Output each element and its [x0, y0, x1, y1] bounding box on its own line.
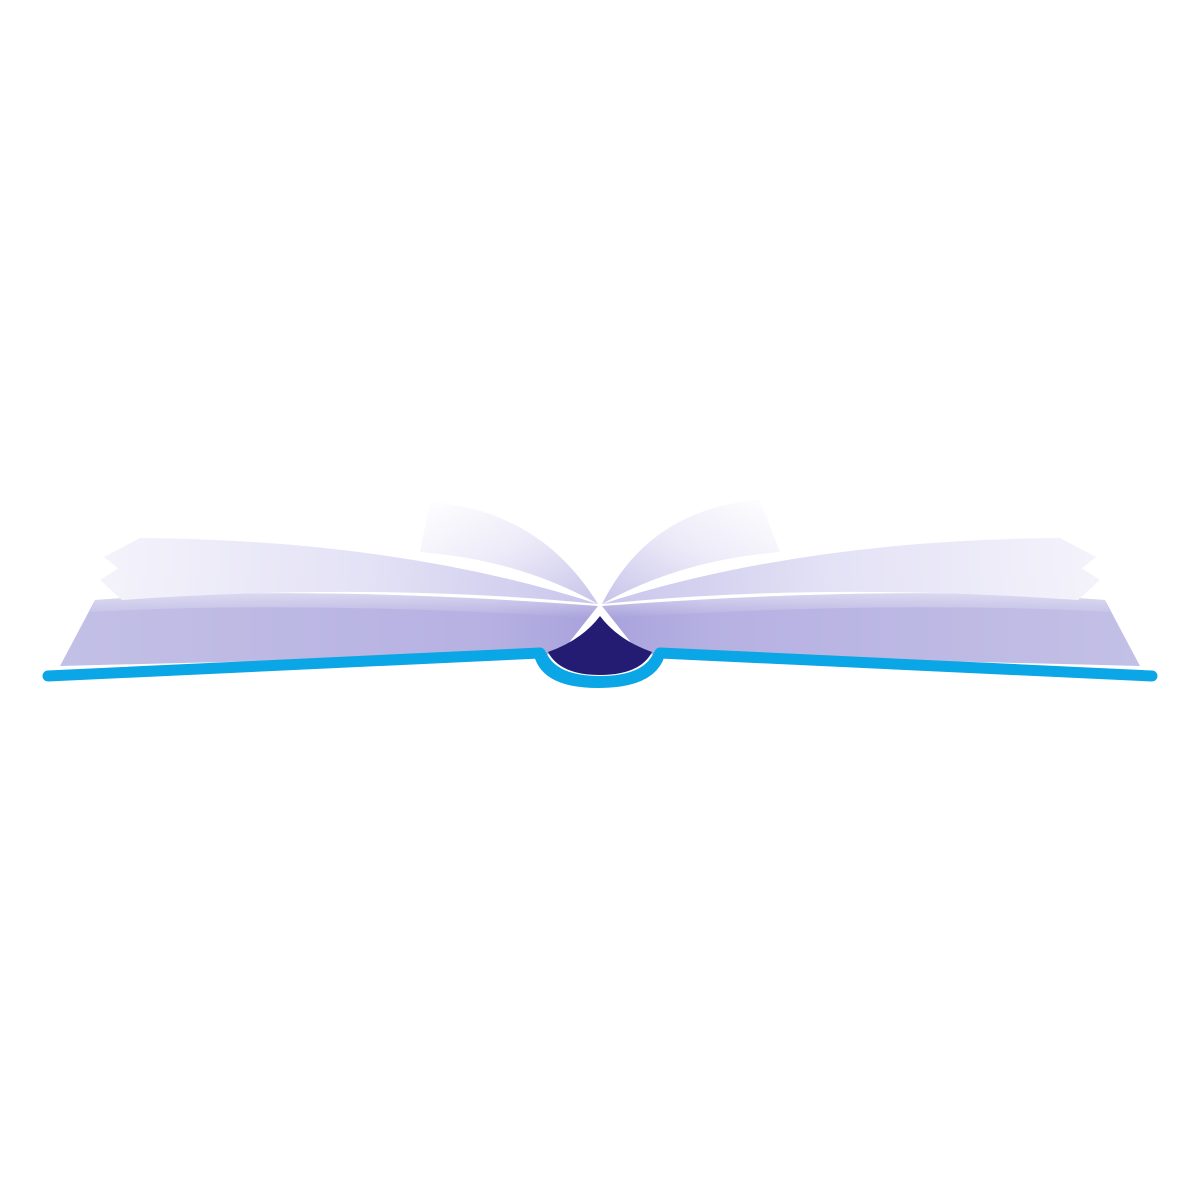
left-cover-board	[42, 647, 546, 682]
left-sheet-upper	[104, 538, 598, 604]
right-sheet-upper	[602, 538, 1096, 604]
spine-interior	[548, 616, 652, 675]
spine-cover	[533, 650, 666, 688]
right-page-block	[602, 593, 1140, 666]
right-block-highlight	[602, 593, 1110, 618]
right-cover-board	[654, 647, 1158, 682]
left-curling-page	[420, 502, 598, 604]
right-curling-page	[602, 500, 780, 604]
left-page-block	[60, 593, 598, 666]
left-block-highlight	[90, 593, 598, 618]
